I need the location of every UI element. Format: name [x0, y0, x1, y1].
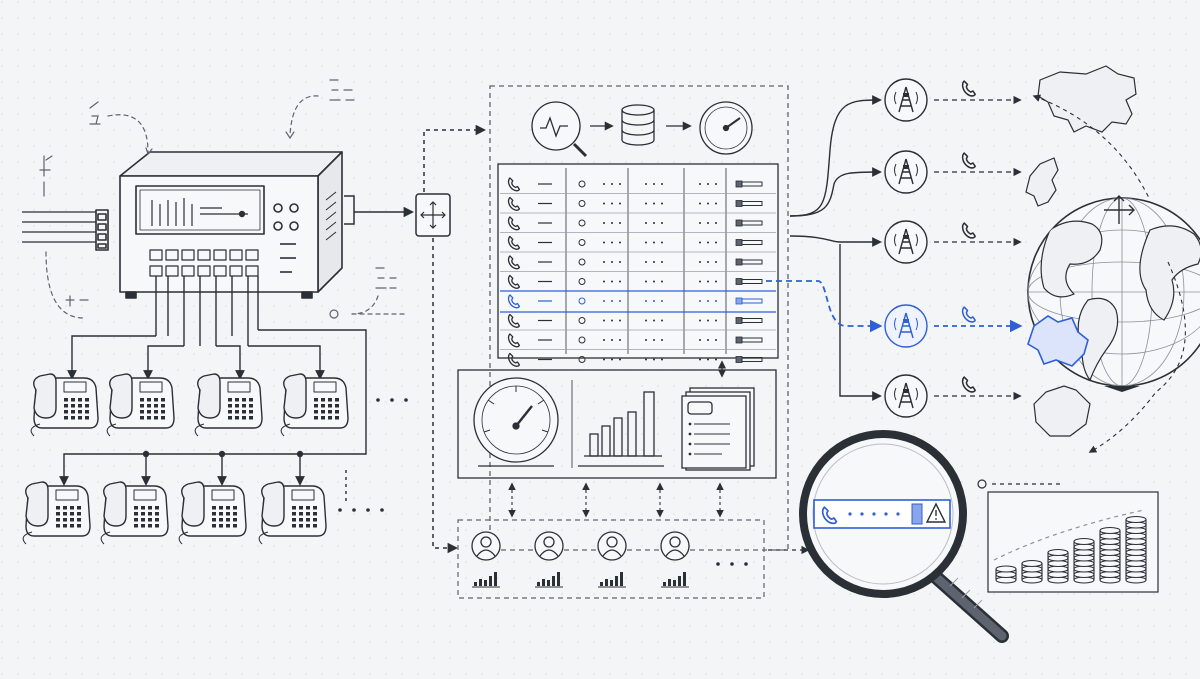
handset-icon [507, 294, 521, 309]
call-record-row [507, 177, 763, 192]
router-icon [344, 124, 487, 554]
desk-phone-icon [30, 373, 99, 437]
magnifier-icon [799, 430, 1009, 643]
dashboard-to-agents-links [508, 482, 724, 518]
call-record-row [500, 251, 776, 270]
sketch-annotations [39, 79, 405, 319]
database-icon [621, 104, 655, 146]
carrier-tower-icon-highlighted [884, 304, 1023, 348]
coin-stack [1099, 526, 1121, 584]
handset-icon [507, 216, 521, 231]
agent-avatar-icon [660, 531, 690, 588]
handset-icon [961, 80, 976, 97]
handset-icon [507, 255, 521, 270]
coin-stack [1047, 548, 1069, 584]
desk-phone-icon [106, 373, 175, 437]
globe-icon [1027, 195, 1200, 392]
handset-icon [507, 177, 521, 192]
carrier-tower-icon [884, 220, 1022, 264]
highlighted-region [1027, 315, 1089, 367]
desk-phone-icon [258, 481, 327, 545]
call-record-row [500, 349, 776, 367]
carrier-tower-column [884, 78, 1023, 418]
report-stack-icon [681, 387, 755, 471]
carrier-tower-icon [884, 374, 1022, 418]
coin-stack [1125, 515, 1147, 584]
handset-icon [961, 152, 976, 169]
carrier-routing [789, 95, 882, 401]
handset-icon [507, 313, 521, 328]
call-record-row [500, 212, 776, 231]
call-record-row [500, 193, 776, 211]
handset-icon [507, 352, 521, 367]
warning-icon [925, 502, 947, 523]
handset-icon [821, 506, 838, 525]
call-record-row [500, 271, 776, 289]
coin-stack [995, 565, 1017, 584]
call-record-row [507, 313, 763, 328]
bar-chart-icon [578, 391, 664, 467]
call-analytics-panel [489, 85, 789, 551]
coin-stack [1073, 537, 1095, 584]
desk-phone-icon [178, 481, 247, 545]
gauge-icon [473, 377, 559, 467]
desk-phone-icon [100, 481, 169, 545]
coin-stack [1021, 559, 1043, 584]
extension-wiring [59, 276, 367, 504]
handset-icon [961, 222, 976, 239]
handset-icon [507, 196, 521, 211]
agent-avatar-icon [597, 531, 627, 588]
carrier-tower-icon [884, 78, 1022, 122]
handset-icon [961, 306, 976, 323]
call-record-rows [500, 177, 776, 367]
pbx-switch-icon [22, 151, 343, 299]
desk-phone-icon [194, 373, 263, 437]
call-record-row [500, 329, 776, 348]
more-extensions-ellipsis [338, 398, 408, 512]
dashboard-panel [457, 369, 777, 479]
continent-sketches [1025, 65, 1137, 437]
desk-phone-icon [22, 481, 91, 545]
carrier-tower-icon [884, 150, 1022, 194]
handset-icon [961, 376, 976, 393]
highlighted-route [766, 280, 883, 333]
coin-stacks [995, 515, 1147, 584]
agent-avatar-icon [534, 531, 564, 588]
desk-phone-grid [22, 373, 349, 545]
desk-phone-icon [280, 373, 349, 437]
handset-icon [507, 333, 521, 348]
gauge-icon [699, 101, 753, 155]
call-record-row-highlighted [500, 290, 776, 313]
agent-performance-panel [457, 519, 810, 599]
handset-icon [507, 274, 521, 289]
analytics-magnifier-icon [531, 101, 588, 158]
agent-avatar-icon [471, 531, 501, 588]
call-record-row [500, 232, 776, 250]
globe-dashed-links [1032, 94, 1186, 453]
handset-icon [507, 235, 521, 250]
